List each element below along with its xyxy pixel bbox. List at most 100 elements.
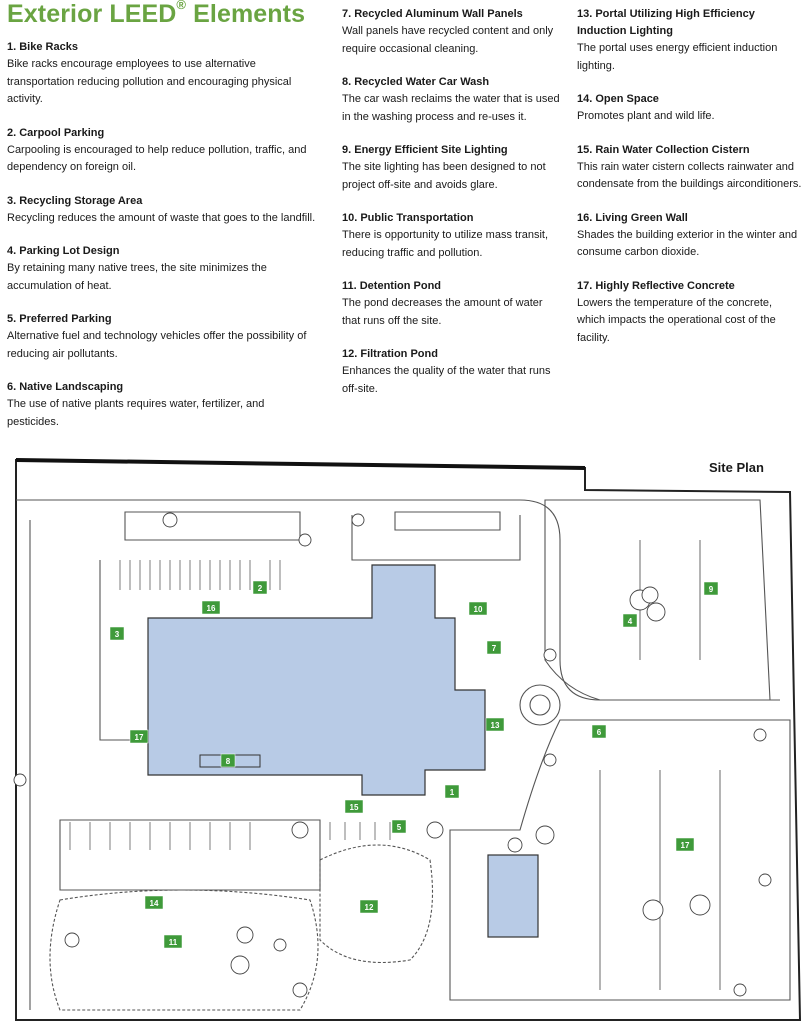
element-description: Bike racks encourage employees to use al…	[7, 58, 292, 105]
element-title: 2. Carpool Parking	[7, 126, 105, 139]
secondary-building	[487, 854, 539, 938]
marker-6: 6	[591, 724, 607, 739]
marker-14: 14	[144, 895, 164, 910]
marker-17b: 17	[675, 837, 695, 852]
element-title: 7. Recycled Aluminum Wall Panels	[342, 8, 523, 20]
marker-label: 12	[365, 903, 374, 912]
marker-10: 10	[468, 601, 488, 616]
element-description: Carpooling is encouraged to help reduce …	[7, 143, 307, 174]
element-title: 1. Bike Racks	[7, 41, 78, 53]
marker-label: 16	[207, 604, 216, 613]
element-title: 17. Highly Reflective Concrete	[577, 279, 735, 292]
element-title: 9. Energy Efficient Site Lighting	[342, 144, 508, 156]
southeast-parking-lot	[449, 719, 791, 1001]
marker-label: 11	[169, 938, 178, 947]
west-parking-edge	[99, 560, 140, 741]
elements-column-3: 13. Portal Utilizing High Efficiency Ind…	[577, 6, 802, 363]
roundabout-center	[529, 694, 551, 716]
element-description: Alternative fuel and technology vehicles…	[7, 330, 307, 360]
marker-label: 15	[350, 803, 359, 812]
element-title: 10. Public Transportation	[342, 212, 474, 224]
southeast-parking-rows	[599, 770, 721, 990]
element-title: 4. Parking Lot Design	[7, 245, 120, 257]
element-description: Shades the building exterior in the wint…	[577, 228, 798, 259]
element-item-4: 4. Parking Lot Design By retaining many n…	[7, 243, 317, 295]
element-item-13: 13. Portal Utilizing High Efficiency Ind…	[577, 6, 802, 75]
element-title: 3. Recycling Storage Area	[7, 194, 143, 207]
marker-3: 3	[109, 626, 125, 641]
marker-12: 12	[359, 899, 379, 914]
parking-stripes-north	[119, 560, 281, 590]
marker-1: 1	[444, 784, 460, 799]
marker-label: 13	[491, 721, 500, 730]
element-title: 14. Open Space	[577, 93, 659, 105]
marker-label: 5	[397, 823, 402, 832]
parking-stripes-south	[69, 822, 251, 850]
element-description: Promotes plant and wild life.	[577, 110, 715, 122]
marker-label: 6	[597, 728, 602, 737]
element-title: 11. Detention Pond	[342, 280, 442, 292]
element-title: 16. Living Green Wall	[577, 211, 688, 224]
marker-9: 9	[703, 581, 719, 596]
marker-11: 11	[163, 934, 183, 949]
page-title: Exterior LEED® Elements	[7, 0, 305, 29]
marker-13: 13	[485, 717, 505, 732]
marker-2: 2	[252, 580, 268, 595]
building-footprint	[147, 564, 486, 796]
element-description: The car wash reclaims the water that is …	[342, 93, 560, 123]
title-main: Exterior LEED	[7, 0, 177, 28]
marker-label: 10	[474, 605, 483, 614]
marker-5: 5	[391, 819, 407, 834]
element-title: 12. Filtration Pond	[342, 348, 438, 360]
marker-label: 7	[492, 644, 497, 653]
element-description: By retaining many native trees, the site…	[7, 262, 267, 292]
marker-label: 4	[628, 617, 633, 626]
north-island-2	[394, 511, 501, 531]
element-description: Wall panels have recycled content and on…	[342, 25, 554, 55]
element-description: This rain water cistern collects rainwat…	[577, 160, 802, 191]
north-property-line	[15, 458, 586, 470]
marker-label: 17	[135, 733, 144, 742]
marker-label: 1	[450, 788, 455, 797]
marker-8: 8	[220, 753, 236, 768]
marker-label: 14	[150, 899, 159, 908]
roundabout	[519, 684, 561, 726]
element-description: The portal uses energy efficient inducti…	[577, 42, 778, 72]
site-markers: 1 2 3 4 5 6 7 8 9 10 11 12 13 14 15 16 1…	[109, 580, 719, 949]
drive-lane	[16, 499, 780, 701]
element-description: The site lighting has been designed to n…	[342, 161, 546, 191]
marker-label: 17	[681, 841, 690, 850]
marker-label: 9	[709, 585, 714, 594]
parking-stripes-preferred	[329, 822, 391, 840]
marker-label: 8	[226, 757, 231, 766]
marker-7: 7	[486, 640, 502, 655]
title-tail: Elements	[186, 0, 306, 28]
element-title: 13. Portal Utilizing High Efficiency Ind…	[577, 8, 755, 37]
element-description: Recycling reduces the amount of waste th…	[7, 211, 316, 224]
trees	[13, 512, 772, 998]
site-plan-map: Site Plan 1 2 3 4 5 6 7 8 9 10 11 12 13 …	[13, 458, 802, 1021]
element-description: Enhances the quality of the water that r…	[342, 365, 551, 395]
element-title: 6. Native Landscaping	[7, 381, 124, 393]
marker-16: 16	[201, 600, 221, 615]
element-description: Lowers the temperature of the concrete, …	[577, 296, 776, 344]
registered-mark: ®	[176, 0, 187, 12]
element-description: The use of native plants requires water,…	[7, 398, 265, 428]
marker-4: 4	[622, 613, 638, 628]
marker-label: 3	[115, 630, 120, 639]
element-description: The pond decreases the amount of water t…	[342, 297, 543, 327]
north-loop	[351, 515, 521, 561]
